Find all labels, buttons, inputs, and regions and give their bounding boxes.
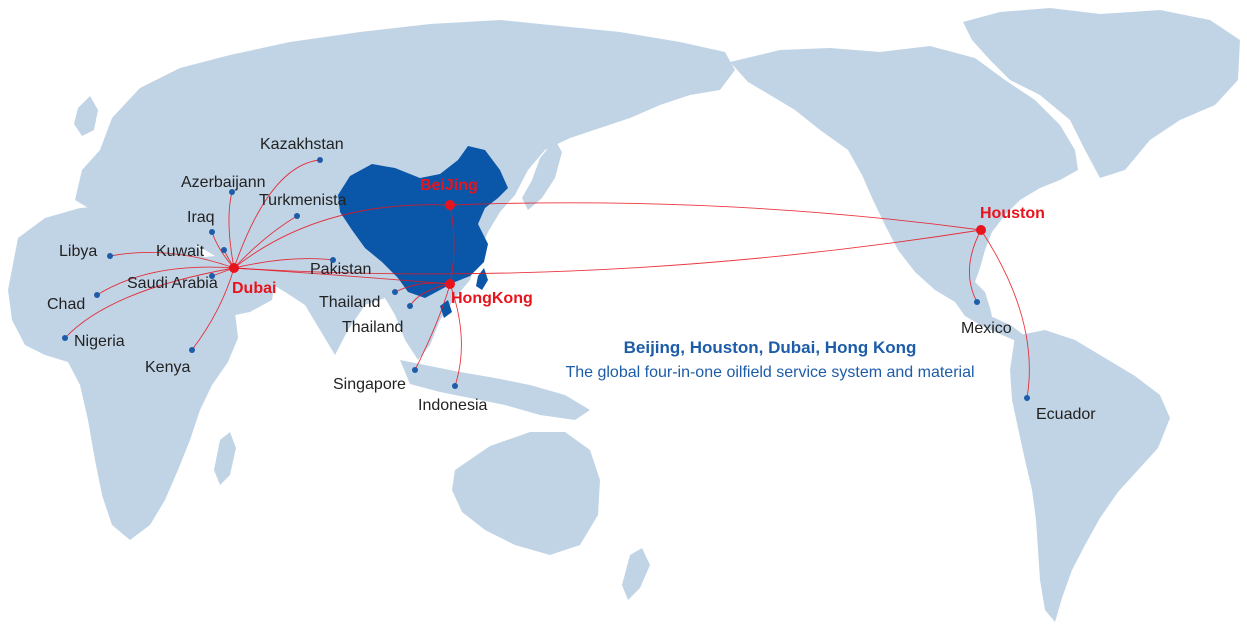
route-beijing-houston (449, 202, 982, 231)
madagascar (214, 432, 236, 485)
marker-saudi (209, 273, 215, 279)
label-libya: Libya (59, 243, 97, 260)
label-kazakhstan: Kazakhstan (260, 136, 344, 153)
marker-turkmenistan (294, 213, 300, 219)
label-azerbaijan: Azerbaijann (181, 174, 266, 191)
route-dubai-houston (233, 229, 982, 275)
hub-marker-houston (976, 225, 986, 235)
marker-mexico (974, 299, 980, 305)
route-houston-ecuador (980, 229, 1030, 399)
southeast-asia-islands (400, 360, 590, 420)
label-mexico: Mexico (961, 320, 1012, 337)
label-thailand1: Thailand (319, 294, 380, 311)
arabia (195, 255, 275, 316)
map-subtitle: The global four-in-one oilfield service … (565, 364, 975, 381)
route-dubai-azerbaijan (228, 191, 235, 269)
marker-azerbaijan (229, 189, 235, 195)
marker-ecuador (1024, 395, 1030, 401)
label-ecuador: Ecuador (1036, 406, 1096, 423)
routes (64, 159, 1030, 399)
marker-kuwait (221, 247, 227, 253)
landmasses (8, 8, 1240, 622)
marker-indonesia (452, 383, 458, 389)
route-hongkong-indonesia (449, 283, 462, 387)
label-hub-beijing: BeiJing (420, 177, 478, 194)
hainan-highlight (440, 300, 452, 318)
label-pakistan: Pakistan (310, 261, 371, 278)
route-beijing-hongkong (449, 204, 455, 285)
australia (452, 432, 600, 555)
label-chad: Chad (47, 296, 85, 313)
route-dubai-kenya (191, 267, 235, 351)
africa (8, 205, 238, 540)
route-dubai-kazakhstan (233, 159, 321, 269)
label-singapore: Singapore (333, 376, 406, 393)
hub-labels: BeiJing Houston Dubai HongKong (232, 177, 1045, 307)
label-indonesia: Indonesia (418, 397, 487, 414)
label-kuwait: Kuwait (156, 243, 205, 260)
route-dubai-turkmenistan (233, 215, 298, 269)
hub-markers (229, 200, 986, 289)
marker-thailand2 (407, 303, 413, 309)
route-dubai-beijing (233, 204, 451, 269)
label-hub-houston: Houston (980, 205, 1045, 222)
north-america (730, 46, 1078, 322)
marker-nigeria (62, 335, 68, 341)
new-zealand (622, 548, 650, 600)
hub-marker-hongkong (445, 279, 455, 289)
label-nigeria: Nigeria (74, 333, 125, 350)
label-hub-hongkong: HongKong (451, 290, 533, 307)
marker-thailand1 (392, 289, 398, 295)
taiwan-highlight (476, 268, 488, 290)
label-hub-dubai: Dubai (232, 280, 276, 297)
south-america (1010, 330, 1170, 622)
greenland (963, 8, 1240, 178)
label-thailand2: Thailand (342, 319, 403, 336)
marker-pakistan (330, 257, 336, 263)
hub-marker-beijing (445, 200, 455, 210)
marker-libya (107, 253, 113, 259)
label-iraq: Iraq (187, 209, 215, 226)
marker-chad (94, 292, 100, 298)
route-houston-mexico (968, 229, 982, 303)
uk (74, 96, 98, 136)
marker-singapore (412, 367, 418, 373)
map-title: Beijing, Houston, Dubai, Hong Kong (623, 338, 917, 357)
hub-marker-dubai (229, 263, 239, 273)
route-dubai-pakistan (233, 258, 334, 269)
destination-labels: Kazakhstan Azerbaijann Turkmenista Iraq … (47, 136, 1096, 423)
route-hongkong-singapore (414, 283, 451, 371)
route-dubai-nigeria (64, 267, 235, 339)
label-saudi: Saudi Arabia (127, 275, 218, 292)
japan (522, 140, 562, 210)
label-kenya: Kenya (145, 359, 190, 376)
route-dubai-libya (109, 251, 235, 269)
marker-iraq (209, 229, 215, 235)
label-turkmenistan: Turkmenista (259, 192, 347, 209)
china-highlight (338, 146, 508, 298)
central-america (955, 302, 1025, 342)
marker-kenya (189, 347, 195, 353)
route-dubai-chad (96, 266, 235, 296)
destination-markers (62, 157, 1030, 401)
marker-kazakhstan (317, 157, 323, 163)
